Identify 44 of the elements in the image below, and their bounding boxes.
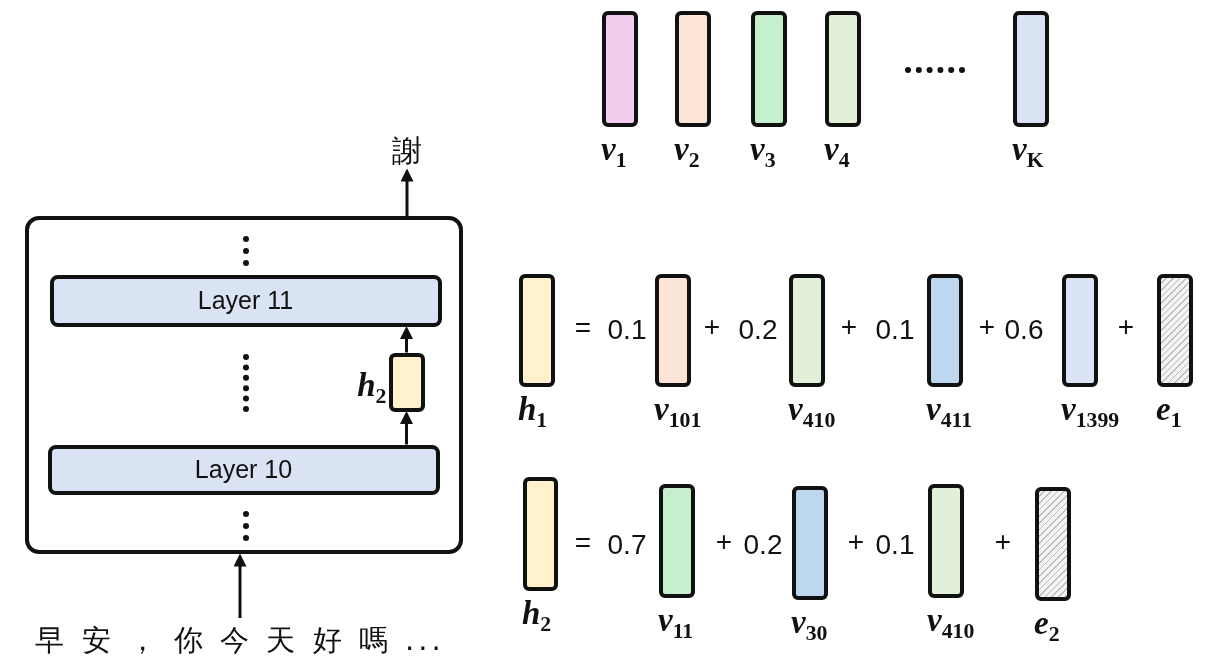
layer-box: [47, 444, 440, 495]
vector-label: v$_{K}$: [1012, 133, 1044, 166]
plus-sign: +: [840, 313, 858, 341]
vector-label: v$_{411}$: [926, 393, 973, 426]
coefficient: 0.7: [607, 531, 647, 559]
coefficient: 0.2: [743, 531, 783, 559]
plus-sign: +: [715, 528, 733, 556]
arrow: [233, 553, 247, 618]
input-text: 早 安 ， 你 今 天 好 嗎 ...: [26, 618, 454, 664]
layer-label: Layer 10: [194, 457, 293, 482]
equals-sign: =: [574, 529, 592, 557]
arrow: [400, 168, 414, 216]
output-token: 謝: [388, 133, 426, 169]
coefficient: 0.1: [875, 316, 915, 344]
vector-label: v$_{11}$: [658, 604, 694, 637]
layer-label: Layer 11: [197, 288, 294, 313]
vector-label: v$_{3}$: [750, 133, 776, 166]
vector-label: h$_{1}$: [518, 393, 548, 426]
model-box: [25, 216, 463, 554]
plus-sign: +: [1117, 313, 1135, 341]
vector-label: v$_{1}$: [601, 133, 627, 166]
vector-label: e$_{2}$: [1034, 607, 1060, 640]
layer-box: [49, 274, 442, 327]
coefficient: 0.2: [738, 316, 778, 344]
vector-label: e$_{1}$: [1156, 393, 1182, 426]
vector-label: v$_{2}$: [674, 133, 700, 166]
plus-sign: +: [847, 528, 865, 556]
vector-label: v$_{410}$: [788, 393, 836, 426]
vector-label: v$_{101}$: [654, 393, 702, 426]
arrow: [400, 326, 413, 353]
vector-label: h$_{2}$: [522, 597, 552, 630]
plus-sign: +: [703, 313, 721, 341]
vector-label: v$_{410}$: [927, 604, 975, 637]
plus-sign: +: [994, 528, 1012, 556]
equals-sign: =: [574, 314, 592, 342]
vector-label: v$_{1399}$: [1061, 393, 1120, 426]
coefficient: 0.1: [875, 531, 915, 559]
vector-label: h$_{2}$: [357, 368, 387, 402]
arrow: [400, 411, 413, 445]
vector-label: v$_{30}$: [791, 606, 828, 639]
coefficient: 0.6: [1004, 316, 1044, 344]
vector-label: v$_{4}$: [824, 133, 850, 166]
plus-sign: +: [978, 313, 996, 341]
coefficient: 0.1: [607, 316, 647, 344]
